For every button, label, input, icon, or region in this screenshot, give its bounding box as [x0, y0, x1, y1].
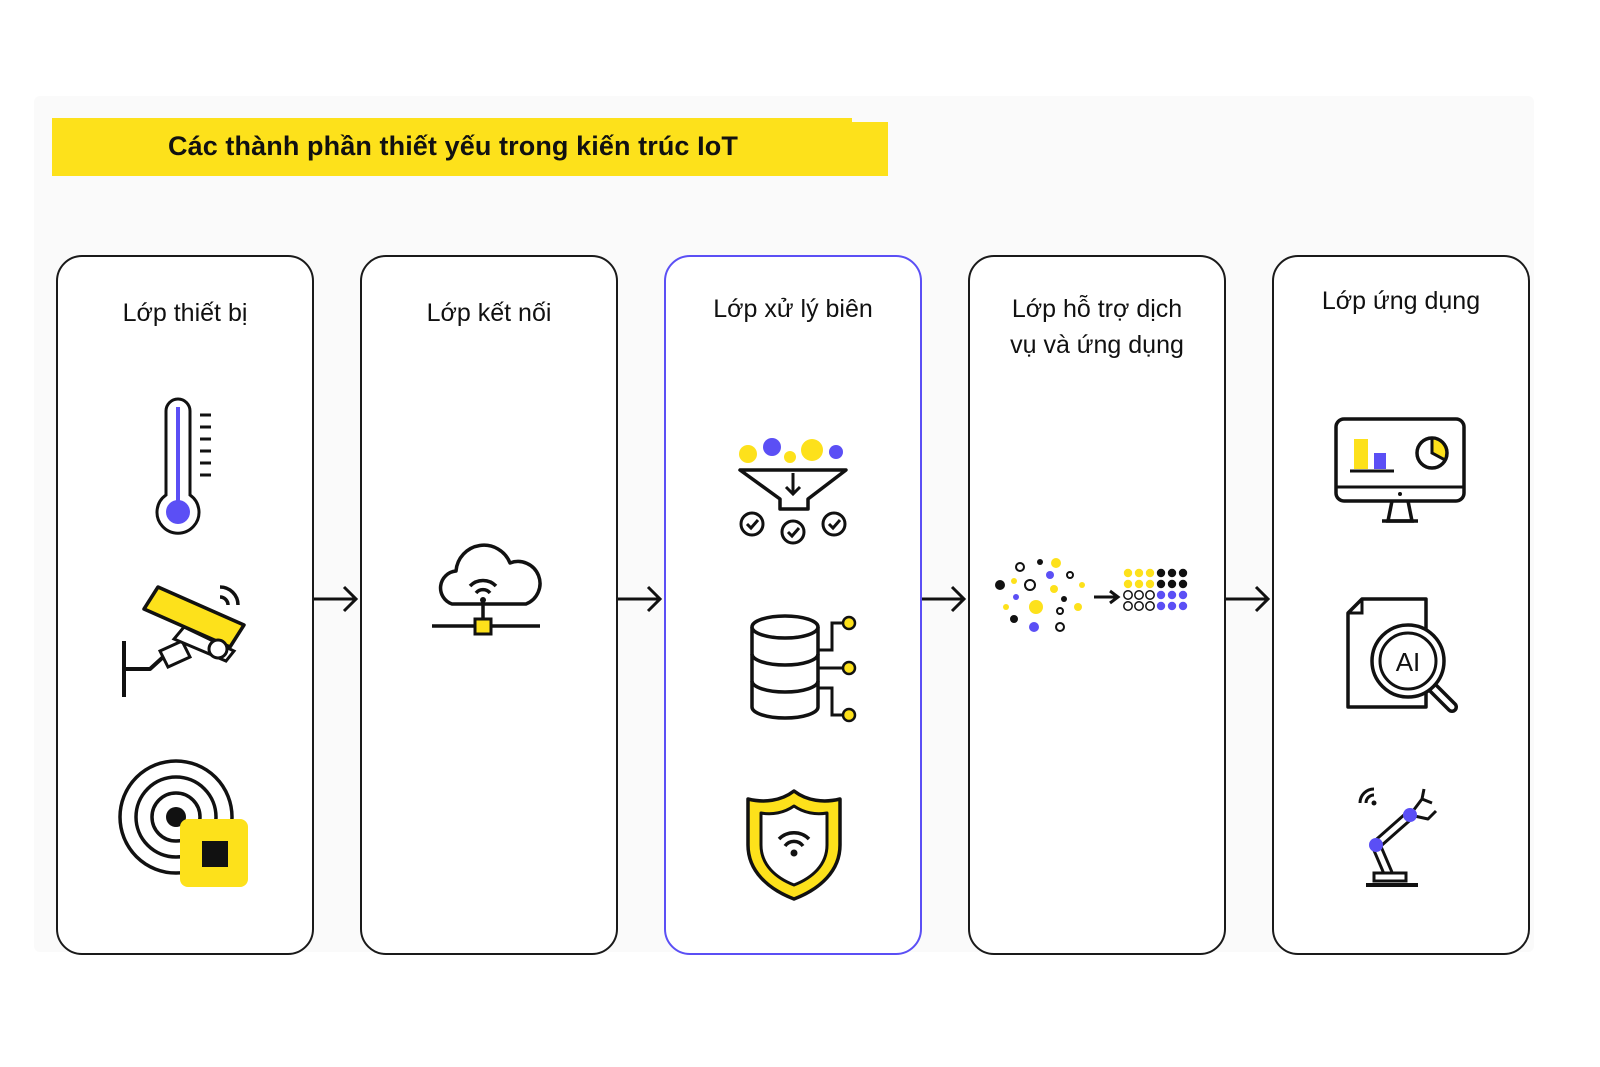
data-filter-icon — [738, 438, 848, 545]
security-shield-icon — [746, 789, 842, 901]
security-camera-icon — [122, 585, 246, 697]
ai-label: AI — [1396, 647, 1421, 677]
grid-dot — [1145, 601, 1155, 611]
ai-document-icon: AI — [1346, 597, 1458, 713]
grid-dot — [1178, 568, 1188, 578]
grid-dot — [1123, 579, 1133, 589]
page-title: Các thành phần thiết yếu trong kiến trúc… — [168, 131, 738, 161]
data-structuring-icon — [995, 558, 1188, 632]
grid-dot — [1167, 568, 1177, 578]
arrow-right-icon — [314, 585, 359, 613]
grid-dot — [1178, 579, 1188, 589]
grid-dot — [1145, 568, 1155, 578]
grid-dot — [1134, 579, 1144, 589]
layer-card-service-support: Lớp hỗ trợ dịch vụ và ứng dụng — [968, 255, 1226, 955]
thermometer-icon — [155, 397, 211, 535]
robot-arm-icon — [1358, 787, 1438, 887]
grid-dot — [1167, 601, 1177, 611]
layer-title-connectivity: Lớp kết nối — [426, 299, 552, 327]
grid-dot — [1167, 590, 1177, 600]
layer-title-application: Lớp ứng dụng — [1321, 287, 1481, 315]
layer-card-edge-processing: Lớp xử lý biên — [664, 255, 922, 955]
grid-dot — [1167, 579, 1177, 589]
cloud-network-icon — [432, 543, 542, 636]
grid-dot — [1178, 601, 1188, 611]
sensor-chip-icon — [118, 759, 248, 887]
layer-card-application: Lớp ứng dụng AI — [1272, 255, 1530, 955]
structured-data-grid — [1123, 568, 1188, 611]
grid-dot — [1134, 568, 1144, 578]
layer-title-devices: Lớp thiết bị — [122, 299, 248, 327]
analytics-monitor-icon — [1334, 417, 1466, 523]
grid-dot — [1156, 590, 1166, 600]
arrow-right-icon — [1226, 585, 1271, 613]
layer-title-service-support: Lớp hỗ trợ dịch vụ và ứng dụng — [1010, 295, 1184, 359]
grid-dot — [1134, 601, 1144, 611]
arrow-right-icon — [922, 585, 967, 613]
layer-card-connectivity: Lớp kết nối — [360, 255, 618, 955]
grid-dot — [1178, 590, 1188, 600]
grid-dot — [1134, 590, 1144, 600]
layer-card-devices: Lớp thiết bị — [56, 255, 314, 955]
database-icon — [750, 614, 857, 723]
grid-dot — [1145, 579, 1155, 589]
layer-title-edge-processing: Lớp xử lý biên — [713, 295, 873, 323]
title-banner: Các thành phần thiết yếu trong kiến trúc… — [52, 118, 888, 176]
arrow-right-icon — [618, 585, 663, 613]
grid-dot — [1123, 590, 1133, 600]
grid-dot — [1123, 568, 1133, 578]
grid-dot — [1156, 601, 1166, 611]
grid-dot — [1145, 590, 1155, 600]
grid-dot — [1156, 568, 1166, 578]
grid-dot — [1156, 579, 1166, 589]
grid-dot — [1123, 601, 1133, 611]
